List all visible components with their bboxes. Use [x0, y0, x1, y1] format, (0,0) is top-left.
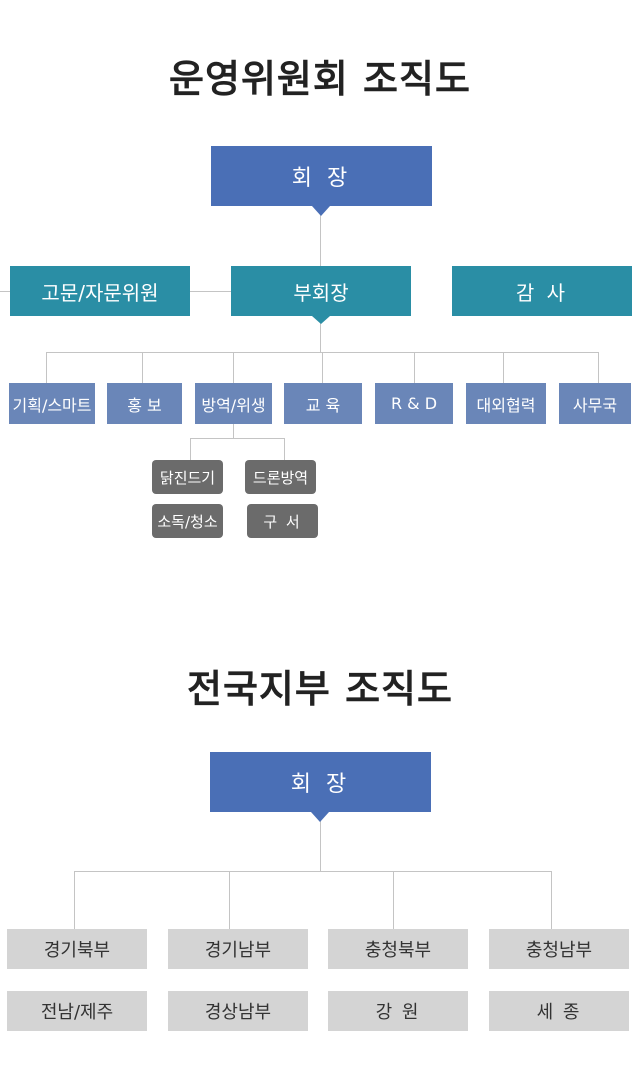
branch-box: 경상남부 [168, 991, 308, 1031]
branch-chart-title: 전국지부 조직도 [187, 667, 453, 711]
chair-box: 회 장 [211, 146, 432, 206]
dept-box: 교 육 [284, 383, 362, 424]
dept-label: 홍 보 [127, 395, 162, 415]
branch-label: 경상남부 [204, 1002, 272, 1023]
branch-label: 강 원 [375, 1002, 421, 1023]
connector-left-edge [0, 291, 10, 292]
connector-dept-1 [46, 352, 47, 383]
connector-dept-4 [322, 352, 323, 383]
connector-sub-stem [233, 424, 234, 438]
branch-label: 경기남부 [204, 940, 272, 961]
sub-unit-box: 소독/청소 [152, 504, 223, 538]
auditor-box: 감 사 [452, 266, 632, 316]
connector-chair2-branches [320, 812, 321, 871]
branch-box: 경기남부 [168, 929, 308, 969]
branch-box: 충청북부 [328, 929, 468, 969]
sub-unit-box: 드론방역 [245, 460, 316, 494]
branch-box: 경기북부 [7, 929, 147, 969]
connector-branch-3 [393, 871, 394, 929]
connector-branch-1 [74, 871, 75, 929]
branch-label: 충청남부 [525, 940, 593, 961]
connector-sub-right [284, 438, 285, 460]
chair-pointer [312, 206, 330, 216]
branch-label: 세 종 [536, 1002, 582, 1023]
branch-chair-box: 회 장 [210, 752, 431, 812]
connector-chair-vice [320, 206, 321, 266]
sub-unit-box: 구 서 [247, 504, 318, 538]
connector-dept-6 [503, 352, 504, 383]
chair-label: 회 장 [291, 166, 352, 191]
dept-box: 사무국 [559, 383, 631, 424]
org-chart-title: 운영위원회 조직도 [169, 57, 471, 101]
connector-branch-4 [551, 871, 552, 929]
dept-box: 기획/스마트 [9, 383, 95, 424]
dept-label: 방역/위생 [201, 395, 266, 415]
branch-label: 충청북부 [364, 940, 432, 961]
vice-chair-box: 부회장 [231, 266, 411, 316]
connector-dept-5 [414, 352, 415, 383]
sub-unit-box: 닭진드기 [152, 460, 223, 494]
branch-box: 전남/제주 [7, 991, 147, 1031]
connector-sub-left [190, 438, 191, 460]
vice-chair-label: 부회장 [293, 280, 349, 305]
sub-unit-label: 소독/청소 [157, 512, 218, 531]
sub-unit-label: 드론방역 [252, 468, 309, 487]
advisor-label: 고문/자문위원 [41, 280, 159, 305]
connector-dept-2 [142, 352, 143, 383]
dept-label: 교 육 [305, 395, 341, 415]
advisor-box: 고문/자문위원 [10, 266, 190, 316]
connector-dept-7 [598, 352, 599, 383]
dept-box: 홍 보 [107, 383, 182, 424]
connector-vice-depts [320, 316, 321, 353]
connector-branch-2 [229, 871, 230, 929]
branch-label: 전남/제주 [40, 1002, 114, 1023]
dept-label: 대외협력 [476, 395, 536, 415]
connector-sub-bus [190, 438, 285, 439]
connector-dept-3 [233, 352, 234, 383]
dept-label: 사무국 [572, 395, 618, 415]
connector-advisor [190, 291, 231, 292]
branch-chair-pointer [311, 812, 329, 822]
branch-box: 충청남부 [489, 929, 629, 969]
sub-unit-label: 닭진드기 [159, 468, 216, 487]
dept-box: 대외협력 [466, 383, 546, 424]
connector-branch-bus [74, 871, 552, 872]
dept-label: 기획/스마트 [12, 395, 92, 415]
dept-box: 방역/위생 [195, 383, 272, 424]
branch-box: 강 원 [328, 991, 468, 1031]
branch-box: 세 종 [489, 991, 629, 1031]
auditor-label: 감 사 [515, 280, 569, 305]
sub-unit-label: 구 서 [263, 512, 302, 531]
vice-chair-pointer [312, 316, 330, 324]
dept-label: R & D [390, 394, 438, 413]
branch-label: 경기북부 [43, 940, 111, 961]
branch-chair-label: 회 장 [290, 772, 351, 797]
dept-box: R & D [375, 383, 453, 424]
